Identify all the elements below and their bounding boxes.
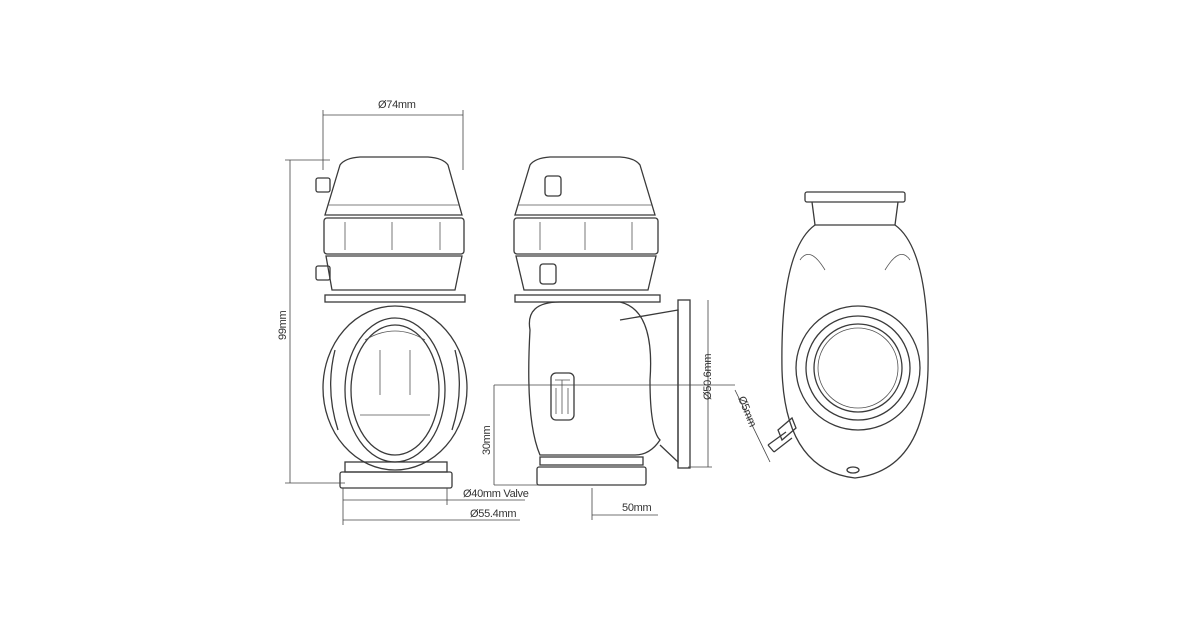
side-view	[513, 156, 691, 486]
turbosmart-logo	[550, 372, 575, 421]
dim-top-diameter: Ø74mm	[378, 99, 416, 111]
dim-outlet-offset: 50mm	[622, 502, 651, 514]
dim-valve-diameter: Ø40mm Valve	[463, 488, 529, 500]
dim-inlet-flange-diameter: Ø55.4mm	[470, 508, 516, 520]
dim-outlet-flange-diameter: Ø50.6mm	[702, 354, 714, 400]
dim-overall-height: 99mm	[277, 311, 289, 340]
top-view	[767, 191, 929, 479]
dim-inlet-height: 30mm	[481, 426, 493, 455]
dim-pipe-diameter: Ø5mm	[735, 395, 758, 429]
front-view	[315, 156, 468, 489]
dimension-lines	[285, 110, 771, 525]
